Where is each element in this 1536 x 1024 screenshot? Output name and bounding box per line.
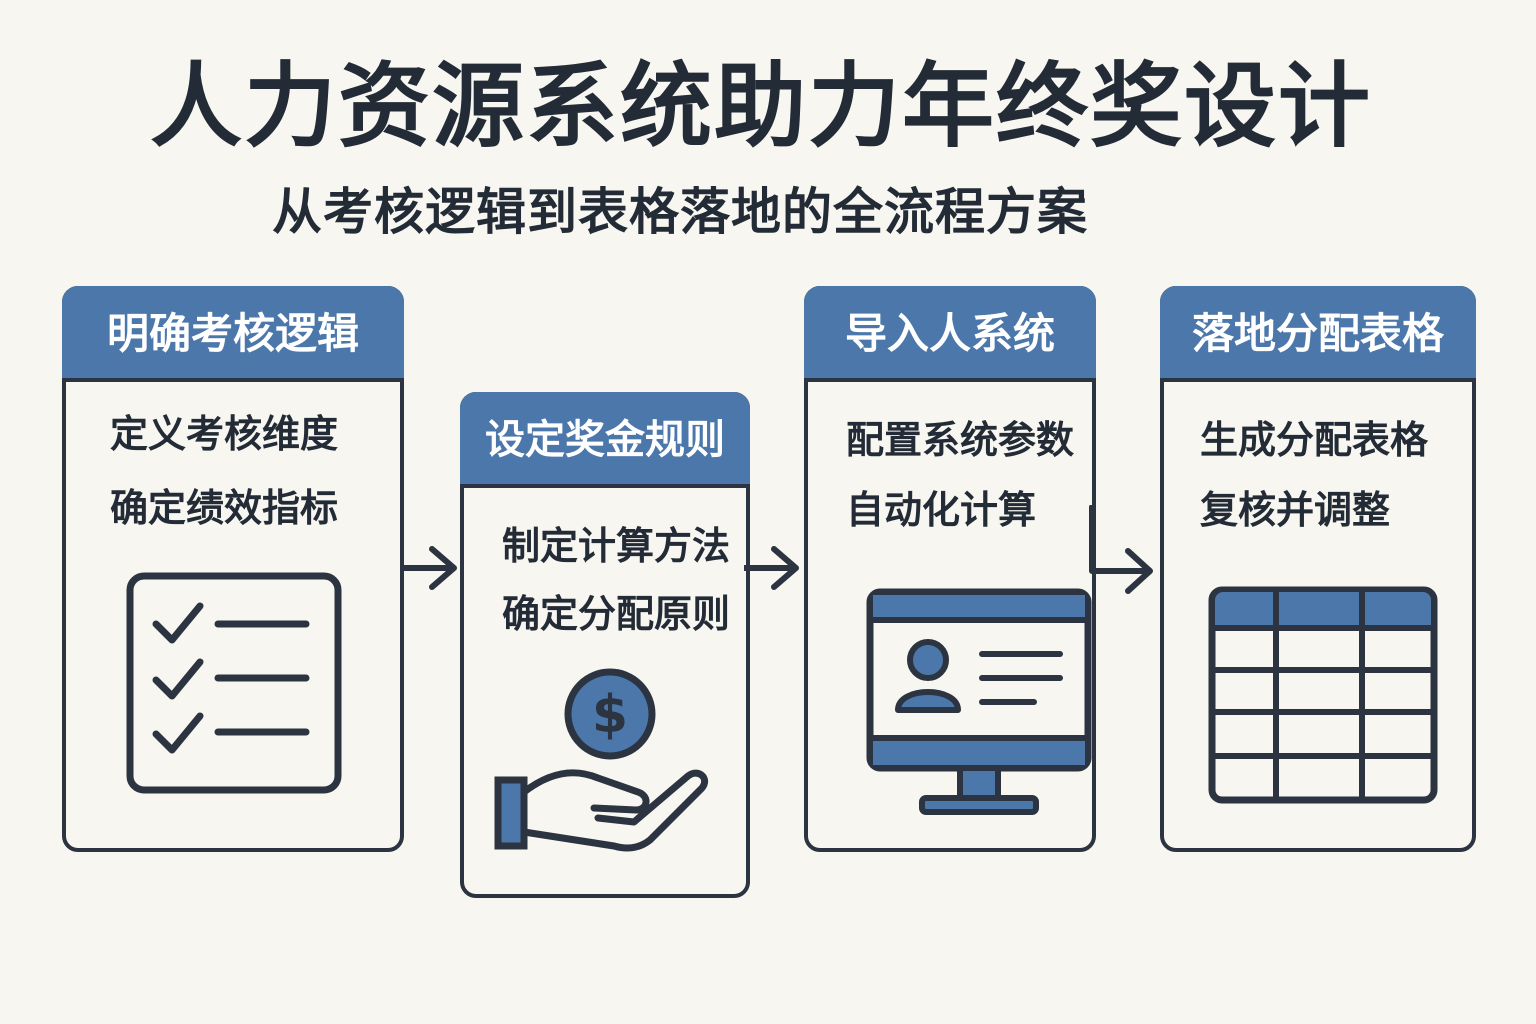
step-card-bonus-rules: 设定奖金规则 制定计算方法 确定分配原则 $	[460, 392, 750, 898]
step-card-assessment-logic: 明确考核逻辑 定义考核维度 确定绩效指标	[62, 286, 404, 852]
step-line: 复核并调整	[1200, 488, 1391, 532]
step-line: 配置系统参数	[846, 418, 1075, 462]
page-title: 人力资源系统助力年终奖设计	[150, 53, 1373, 160]
step-header: 导入人系统	[804, 286, 1096, 382]
arrow-right-icon	[1089, 505, 1153, 594]
step-line: 生成分配表格	[1200, 418, 1429, 462]
step-line: 确定分配原则	[502, 592, 731, 636]
step-header: 设定奖金规则	[460, 392, 750, 488]
page-subtitle: 从考核逻辑到表格落地的全流程方案	[272, 183, 1088, 241]
step-line: 确定绩效指标	[110, 486, 339, 530]
step-header: 明确考核逻辑	[62, 286, 404, 382]
svg-text:$: $	[592, 685, 628, 745]
computer-profile-icon	[866, 588, 1092, 815]
step-card-import-system: 导入人系统 配置系统参数 自动化计算	[804, 286, 1096, 852]
step-line: 自动化计算	[846, 488, 1037, 532]
arrow-right-icon	[744, 546, 799, 590]
step-header: 落地分配表格	[1160, 286, 1476, 382]
arrow-right-icon	[402, 546, 457, 590]
checklist-icon	[126, 572, 342, 794]
table-icon	[1208, 586, 1438, 804]
hand-coin-icon: $	[494, 668, 709, 852]
step-line: 制定计算方法	[502, 524, 731, 568]
step-line: 定义考核维度	[110, 412, 339, 456]
step-card-distribution-table: 落地分配表格 生成分配表格 复核并调整	[1160, 286, 1476, 852]
